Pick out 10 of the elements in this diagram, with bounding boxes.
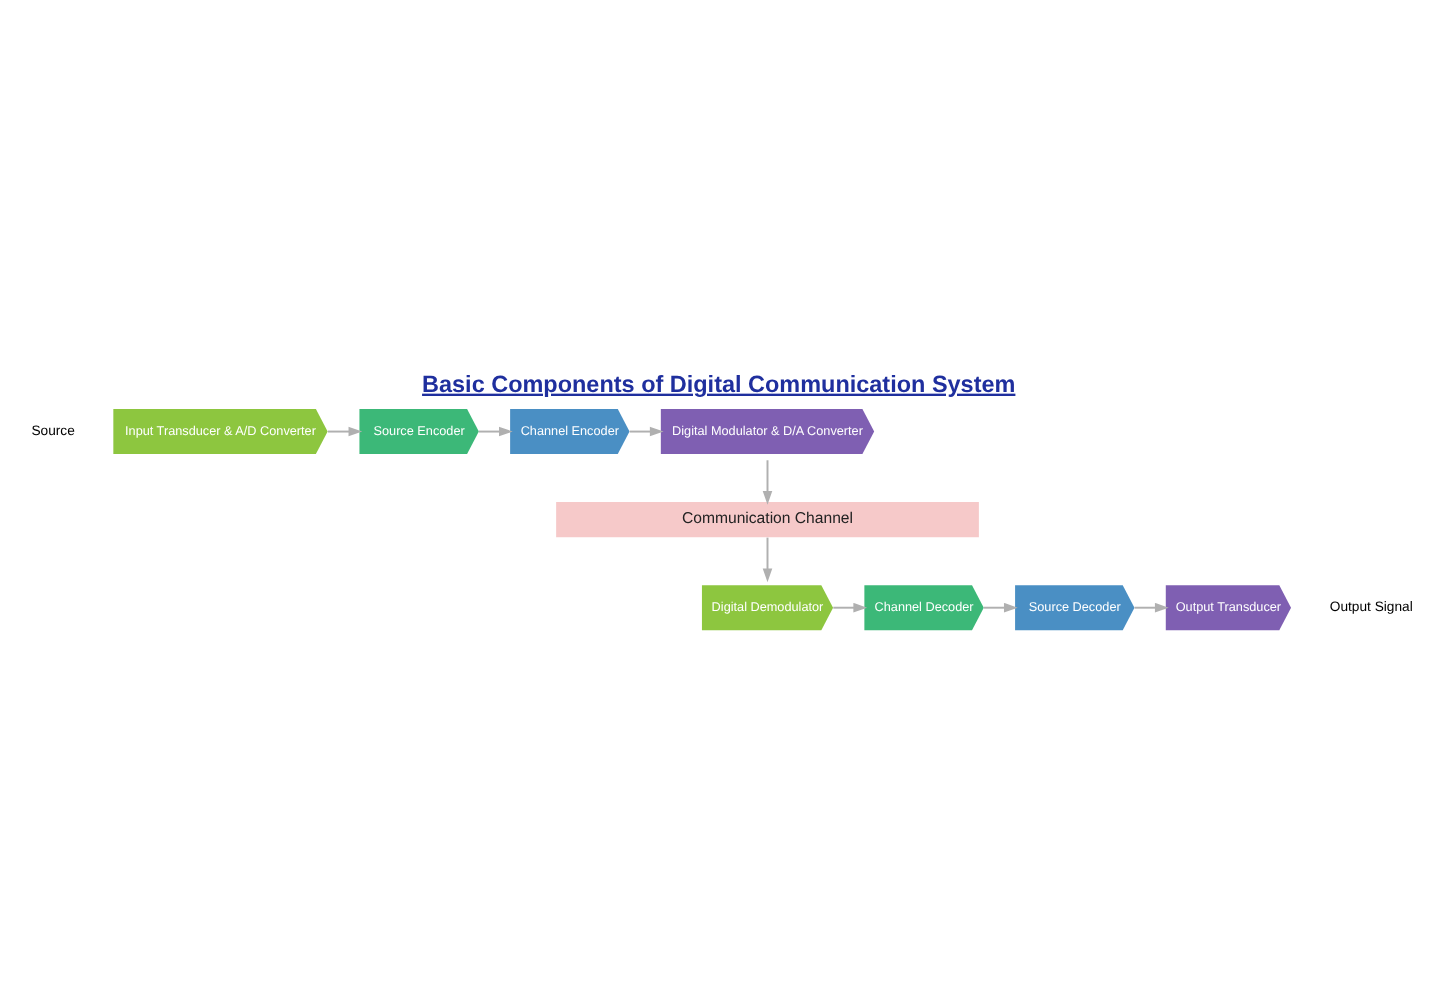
arrow: [477, 425, 513, 436]
arrow: [762, 535, 773, 582]
node-box: Communication Channel: [556, 501, 979, 537]
arrow: [762, 458, 773, 504]
arrow: [326, 425, 363, 436]
diagram-title: Basic Components of Digital Communication System: [422, 370, 1016, 397]
arrow: [982, 601, 1018, 612]
arrow: [1133, 601, 1169, 612]
arrow: [628, 425, 664, 436]
arrow: [832, 601, 868, 612]
